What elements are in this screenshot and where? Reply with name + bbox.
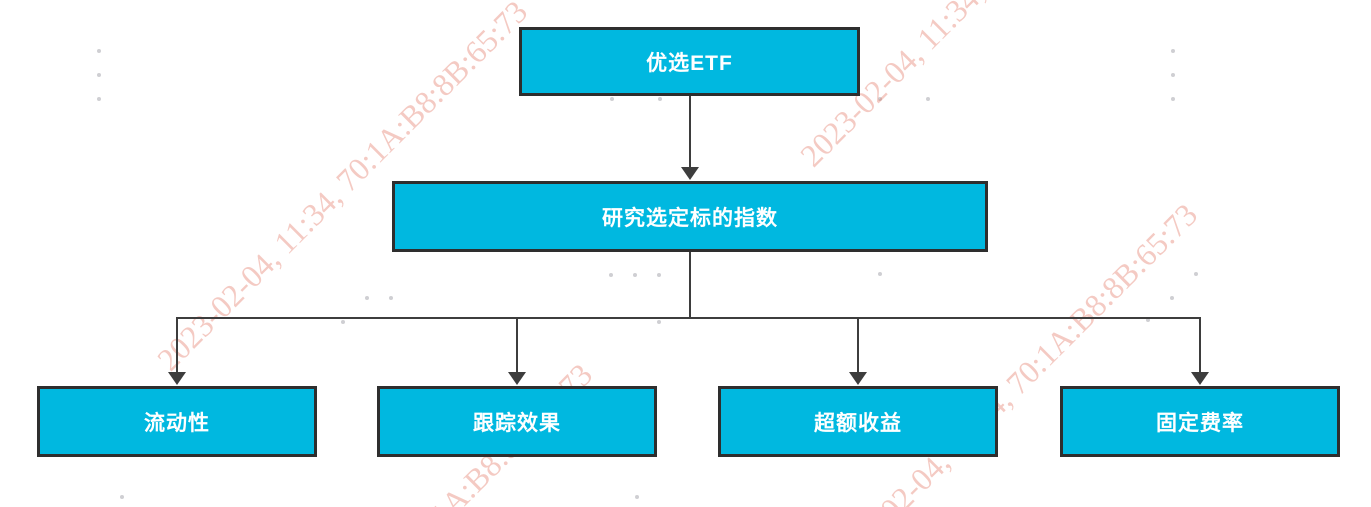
grid-dot — [1146, 318, 1150, 322]
grid-dot — [926, 97, 930, 101]
arrow-down-icon — [681, 167, 699, 180]
connector-to-leaf-2 — [516, 317, 518, 373]
grid-dot — [1171, 73, 1175, 77]
grid-dot — [97, 49, 101, 53]
grid-dot — [657, 273, 661, 277]
node-leaf-liquidity: 流动性 — [37, 386, 317, 457]
arrow-down-icon — [849, 372, 867, 385]
grid-dot — [658, 97, 662, 101]
grid-dot — [1171, 97, 1175, 101]
grid-dot — [365, 296, 369, 300]
connector-rail — [176, 317, 1201, 319]
connector-root-to-level2 — [689, 96, 691, 168]
grid-dot — [633, 273, 637, 277]
grid-dot — [97, 73, 101, 77]
node-leaf-excess-return: 超额收益 — [718, 386, 998, 457]
node-leaf-tracking: 跟踪效果 — [377, 386, 657, 457]
node-root: 优选ETF — [519, 27, 860, 96]
grid-dot — [120, 495, 124, 499]
grid-dot — [878, 272, 882, 276]
grid-dot — [610, 97, 614, 101]
grid-dot — [878, 97, 882, 101]
grid-dot — [389, 296, 393, 300]
grid-dot — [609, 273, 613, 277]
arrow-down-icon — [168, 372, 186, 385]
node-leaf-fixed-fee: 固定费率 — [1060, 386, 1340, 457]
arrow-down-icon — [1191, 372, 1209, 385]
connector-level2-stub — [689, 252, 691, 318]
grid-dot — [635, 495, 639, 499]
grid-dot — [1171, 49, 1175, 53]
grid-dot — [657, 320, 661, 324]
grid-dot — [341, 320, 345, 324]
connector-to-leaf-1 — [176, 317, 178, 373]
grid-dot — [1170, 296, 1174, 300]
node-level2: 研究选定标的指数 — [392, 181, 988, 252]
arrow-down-icon — [508, 372, 526, 385]
grid-dot — [1194, 272, 1198, 276]
connector-to-leaf-4 — [1199, 317, 1201, 373]
connector-to-leaf-3 — [857, 317, 859, 373]
grid-dot — [97, 97, 101, 101]
